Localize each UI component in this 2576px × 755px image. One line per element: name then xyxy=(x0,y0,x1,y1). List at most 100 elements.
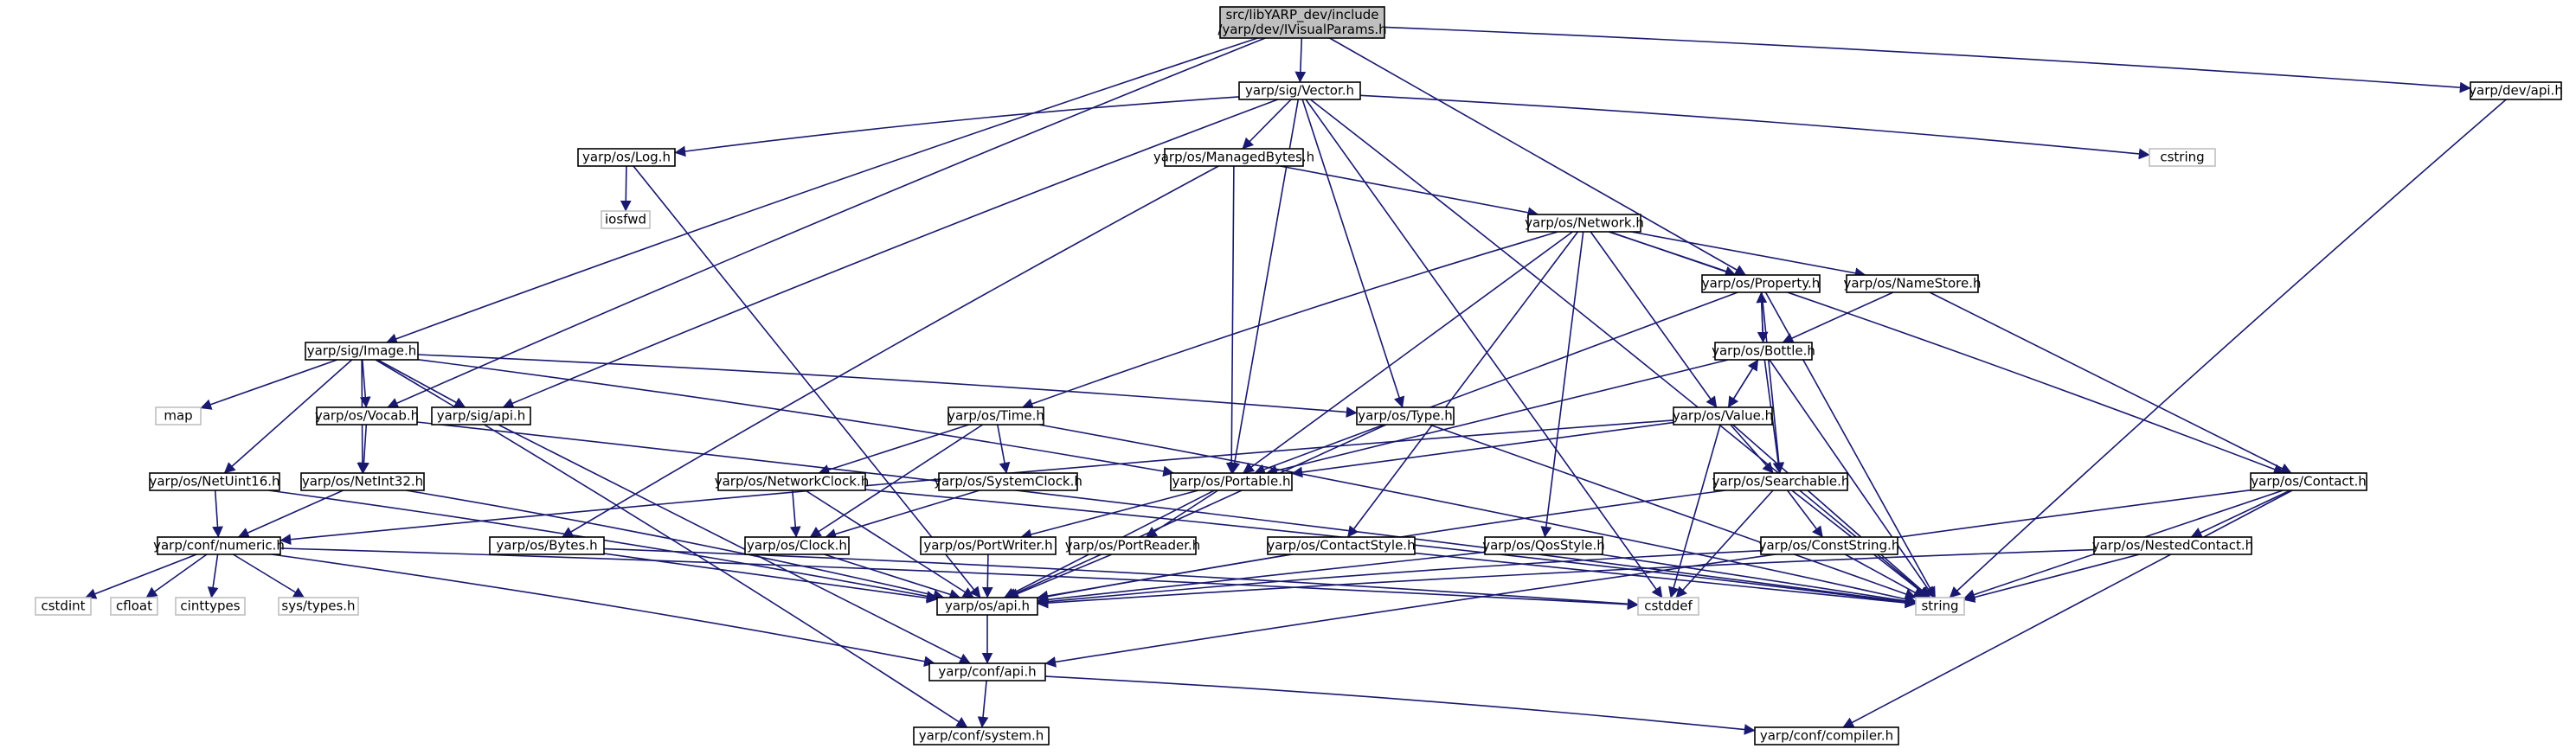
edge-value-to-bottle xyxy=(1727,359,1759,408)
node-vocab[interactable]: yarp/os/Vocab.h xyxy=(315,406,419,425)
node-confapi[interactable]: yarp/conf/api.h xyxy=(928,662,1046,681)
node-label-compiler: yarp/conf/compiler.h xyxy=(1760,728,1893,744)
node-time[interactable]: yarp/os/Time.h xyxy=(948,406,1044,425)
node-box-cstring xyxy=(2149,148,2216,167)
node-label-qosstyle: yarp/os/QosStyle.h xyxy=(1482,538,1605,553)
edge-network-to-namestore xyxy=(1630,231,1866,279)
node-searchable[interactable]: yarp/os/Searchable.h xyxy=(1712,472,1850,491)
node-osapi[interactable]: yarp/os/api.h xyxy=(936,597,1038,616)
node-portable[interactable]: yarp/os/Portable.h xyxy=(1170,472,1293,491)
node-log[interactable]: yarp/os/Log.h xyxy=(577,148,676,167)
node-label-cstring: cstring xyxy=(2160,150,2204,165)
node-box-cstdint xyxy=(35,597,92,616)
edge-image-to-portable xyxy=(417,359,1175,477)
node-qosstyle[interactable]: yarp/os/QosStyle.h xyxy=(1482,536,1605,555)
node-box-sigapi xyxy=(431,406,531,425)
edge-managed-to-portable xyxy=(1225,165,1237,474)
node-label-cstdint: cstdint xyxy=(41,598,85,614)
node-systypes: sys/types.h xyxy=(278,597,359,616)
edge-confapi-to-compiler xyxy=(1044,675,1756,735)
node-sigapi[interactable]: yarp/sig/api.h xyxy=(431,406,531,425)
node-box-netclock xyxy=(717,472,866,491)
node-netuint16[interactable]: yarp/os/NetUint16.h xyxy=(149,472,280,491)
node-box-vocab xyxy=(316,406,418,425)
node-network[interactable]: yarp/os/Network.h xyxy=(1525,214,1644,233)
edge-netint32-to-osapi xyxy=(405,489,945,601)
edge-bottle-to-portable xyxy=(1266,359,1729,477)
edge-qosstyle-to-osapi xyxy=(1037,551,1486,605)
node-numeric[interactable]: yarp/conf/numeric.h xyxy=(153,536,285,555)
node-bytes[interactable]: yarp/os/Bytes.h xyxy=(489,536,605,555)
edge-value-to-searchable xyxy=(1730,424,1774,474)
edge-property-to-searchable xyxy=(1761,291,1785,474)
node-cfloat: cfloat xyxy=(110,597,158,616)
node-label-image: yarp/sig/Image.h xyxy=(307,343,417,359)
node-label-iosfwd: iosfwd xyxy=(605,212,646,227)
node-contactstyle[interactable]: yarp/os/ContactStyle.h xyxy=(1267,536,1416,555)
node-devapi[interactable]: yarp/dev/api.h xyxy=(2469,81,2563,100)
node-box-namestore xyxy=(1846,274,1979,293)
node-sysclock[interactable]: yarp/os/SystemClock.h xyxy=(934,472,1082,491)
node-bottle[interactable]: yarp/os/Bottle.h xyxy=(1712,342,1815,361)
node-property[interactable]: yarp/os/Property.h xyxy=(1701,274,1821,293)
edge-contactstyle-to-string xyxy=(1414,552,1917,609)
node-label-portreader: yarp/os/PortReader.h xyxy=(1065,538,1201,553)
edge-type-to-osapi xyxy=(1005,424,1387,598)
node-image[interactable]: yarp/sig/Image.h xyxy=(305,342,419,361)
node-cinttypes: cinttypes xyxy=(175,597,246,616)
node-box-netuint16 xyxy=(149,472,280,491)
node-system[interactable]: yarp/conf/system.h xyxy=(913,726,1050,745)
node-portwriter[interactable]: yarp/os/PortWriter.h xyxy=(920,536,1057,555)
edge-managed-to-network xyxy=(1280,165,1539,219)
edge-namestore-to-contact xyxy=(1929,291,2292,474)
node-nestedcontact[interactable]: yarp/os/NestedContact.h xyxy=(2092,536,2253,555)
node-namestore[interactable]: yarp/os/NameStore.h xyxy=(1843,274,1982,293)
node-portreader[interactable]: yarp/os/PortReader.h xyxy=(1065,536,1201,555)
node-label-cinttypes: cinttypes xyxy=(180,598,240,614)
edge-image-to-vocab xyxy=(359,359,371,408)
node-box-cstddef xyxy=(1637,597,1699,616)
node-box-string xyxy=(1915,597,1965,616)
node-box-cinttypes xyxy=(175,597,246,616)
node-cstdint: cstdint xyxy=(35,597,92,616)
node-label-netclock: yarp/os/NetworkClock.h xyxy=(715,474,870,489)
node-box-system xyxy=(913,726,1050,745)
node-label-root-line2: /yarp/dev/IVisualParams.h xyxy=(1217,22,1386,37)
node-label-root-line1: src/libYARP_dev/include xyxy=(1225,7,1378,23)
edge-time-to-string xyxy=(1038,424,1917,605)
node-root[interactable]: src/libYARP_dev/include/yarp/dev/IVisual… xyxy=(1217,6,1387,39)
node-clock[interactable]: yarp/os/Clock.h xyxy=(744,536,850,555)
edge-vocab-to-string xyxy=(416,421,1917,608)
node-box-sysclock xyxy=(938,472,1078,491)
node-value[interactable]: yarp/os/Value.h xyxy=(1673,406,1773,425)
node-vector[interactable]: yarp/sig/Vector.h xyxy=(1238,81,1361,100)
node-label-portwriter: yarp/os/PortWriter.h xyxy=(923,538,1052,553)
node-label-portable: yarp/os/Portable.h xyxy=(1172,474,1291,489)
node-label-namestore: yarp/os/NameStore.h xyxy=(1843,276,1981,291)
edge-bytes-to-osapi xyxy=(603,553,938,604)
node-compiler[interactable]: yarp/conf/compiler.h xyxy=(1754,726,1899,745)
edge-numeric-to-systypes xyxy=(232,553,305,598)
node-managed[interactable]: yarp/os/ManagedBytes.h xyxy=(1153,148,1314,167)
edge-value-to-cstddef xyxy=(1668,424,1721,598)
edge-numeric-to-cstdint xyxy=(85,553,197,599)
node-label-sysclock: yarp/os/SystemClock.h xyxy=(934,474,1082,489)
edge-namestore-to-bottle xyxy=(1782,291,1894,343)
node-contact[interactable]: yarp/os/Contact.h xyxy=(2250,472,2367,491)
node-netint32[interactable]: yarp/os/NetInt32.h xyxy=(300,472,425,491)
node-label-type: yarp/os/Type.h xyxy=(1358,408,1453,424)
node-box-log xyxy=(577,148,676,167)
node-label-vector: yarp/sig/Vector.h xyxy=(1245,83,1354,99)
node-netclock[interactable]: yarp/os/NetworkClock.h xyxy=(715,472,870,491)
node-map: map xyxy=(155,406,202,425)
edge-network-to-contact xyxy=(1608,231,2285,475)
node-box-time xyxy=(948,406,1044,425)
node-box-cfloat xyxy=(110,597,158,616)
node-conststring[interactable]: yarp/os/ConstString.h xyxy=(1759,536,1900,555)
node-box-bottle xyxy=(1714,342,1813,361)
node-box-map xyxy=(155,406,202,425)
edge-conststring-to-osapi xyxy=(1037,549,1762,608)
node-box-property xyxy=(1701,274,1821,293)
node-type[interactable]: yarp/os/Type.h xyxy=(1356,406,1455,425)
